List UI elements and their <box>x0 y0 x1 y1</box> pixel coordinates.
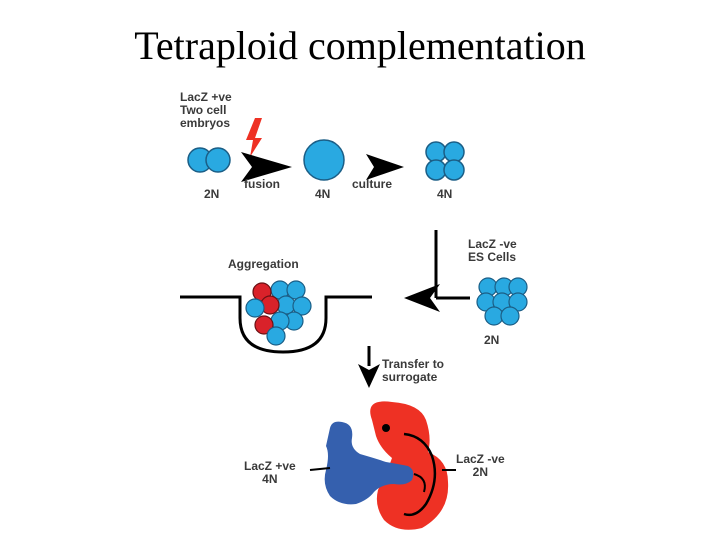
label-line: 4N <box>262 472 278 486</box>
cell <box>292 296 312 316</box>
label-line: LacZ +ve <box>180 90 232 104</box>
four-n-embryo-cluster <box>425 141 465 181</box>
cell <box>266 326 286 346</box>
label-lacz-negative-es: LacZ -ve ES Cells <box>468 238 517 264</box>
cell <box>276 295 296 315</box>
label-line: embryos <box>180 116 231 130</box>
label-line: Transfer to <box>382 357 445 371</box>
label-line: surrogate <box>382 370 438 384</box>
culture-arrow-icon <box>366 154 404 180</box>
cell <box>484 306 504 326</box>
flow-arrow-to-aggregation <box>404 230 470 312</box>
transfer-arrow-icon <box>358 346 380 388</box>
label-line: LacZ -ve <box>456 452 505 466</box>
slide-title: Tetraploid complementation <box>134 23 586 68</box>
cell <box>443 159 465 181</box>
es-cells-cluster <box>476 277 528 326</box>
label-line: LacZ -ve <box>468 237 517 251</box>
embryo-eye <box>382 424 390 432</box>
aggregation-well <box>180 295 372 354</box>
label-culture: culture <box>352 177 393 191</box>
label-embryo-lacz-negative: LacZ -ve 2N <box>456 453 505 479</box>
two-cell-embryo <box>187 147 231 173</box>
cell <box>205 147 231 173</box>
label-4n-cluster: 4N <box>437 187 453 201</box>
lightning-bolt-icon <box>246 118 262 157</box>
cell <box>245 298 265 318</box>
label-fusion: fusion <box>244 177 280 191</box>
cell <box>425 141 447 163</box>
chimeric-embryo <box>309 401 456 530</box>
cell <box>443 141 465 163</box>
label-2n-embryo: 2N <box>204 187 220 201</box>
label-transfer: Transfer to surrogate <box>382 358 444 384</box>
embryo-outline <box>403 432 437 517</box>
cell <box>500 306 520 326</box>
label-line: ES Cells <box>468 250 517 264</box>
label-embryo-lacz-positive: LacZ +ve 4N <box>244 460 296 486</box>
fused-4n-cell <box>303 139 345 181</box>
aggregated-cells <box>245 280 312 346</box>
embryo-blue-region <box>324 421 414 505</box>
fusion-arrow-icon <box>241 152 292 182</box>
label-aggregation: Aggregation <box>228 257 299 271</box>
label-line: Two cell <box>180 103 227 117</box>
label-line: 2N <box>472 465 489 479</box>
pointer-line-left <box>309 467 331 471</box>
cell <box>425 159 447 181</box>
label-2n-es: 2N <box>484 333 500 347</box>
cell <box>254 315 274 335</box>
label-4n-fused: 4N <box>315 187 331 201</box>
label-lacz-positive: LacZ +ve Two cell embryos <box>180 91 232 130</box>
label-line: LacZ +ve <box>244 459 296 473</box>
